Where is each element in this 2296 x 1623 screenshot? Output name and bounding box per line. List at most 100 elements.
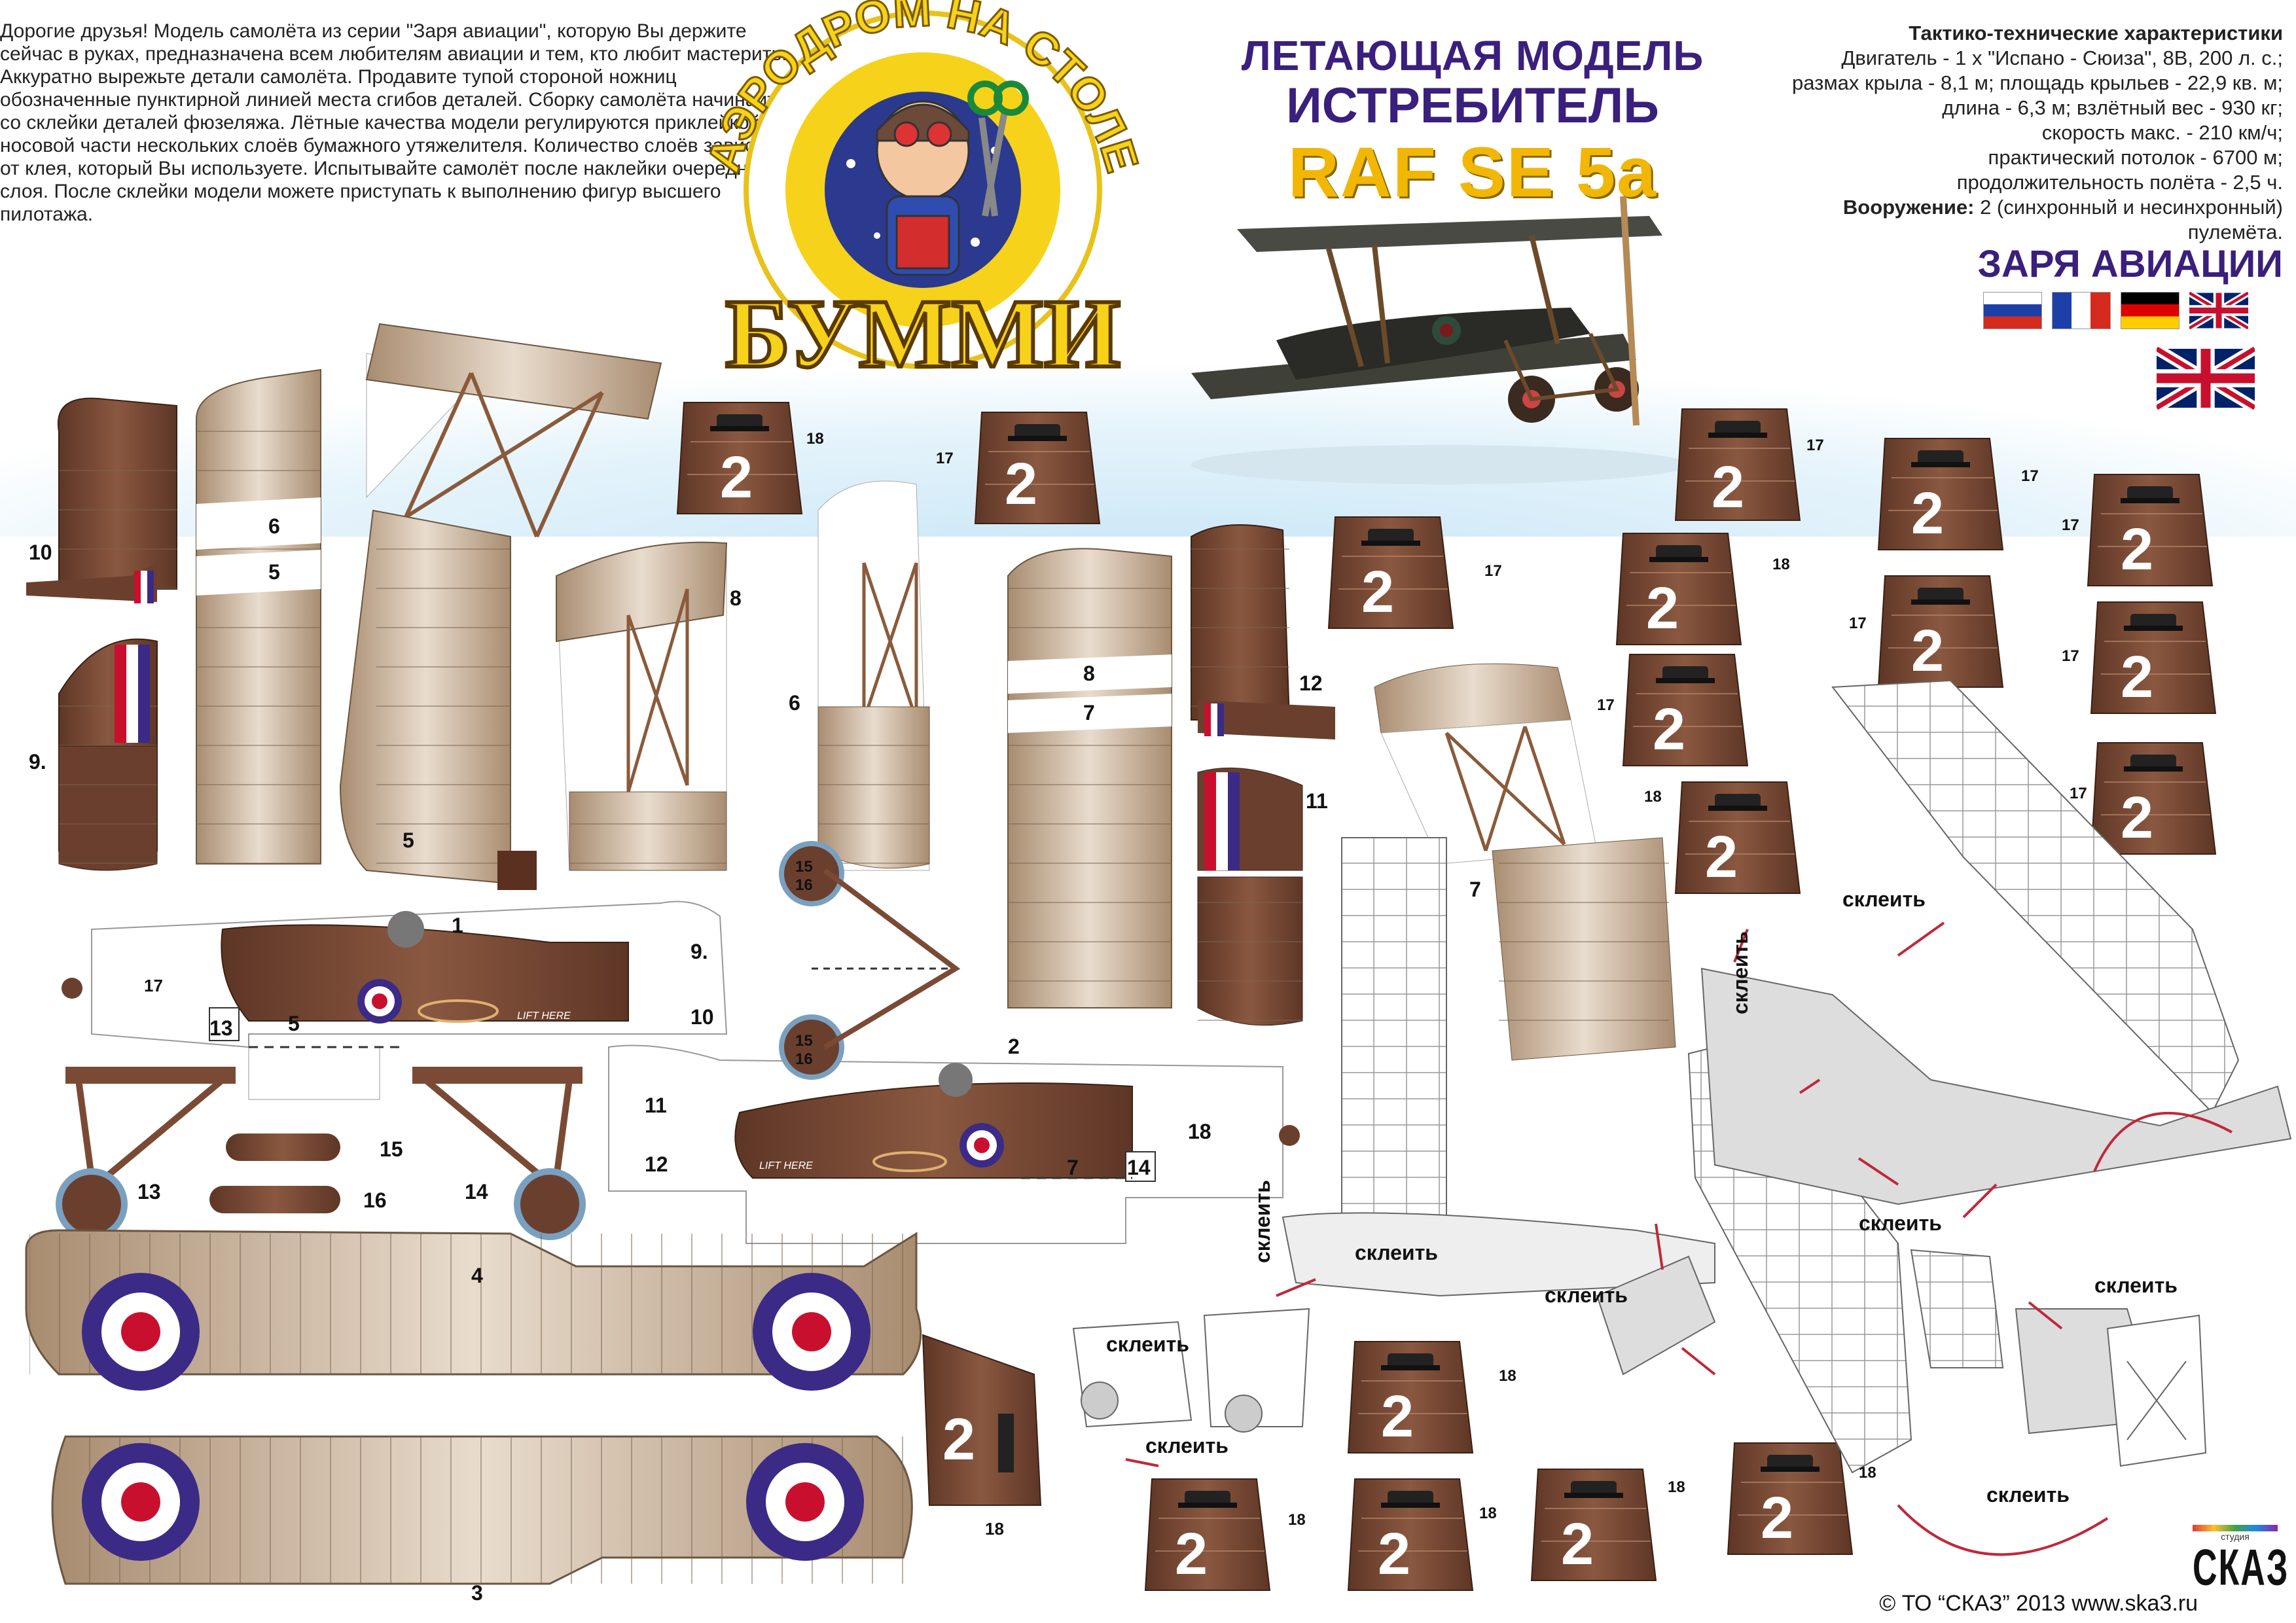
weight-label: 17: [1484, 562, 1502, 580]
weight-label: 18: [1859, 1464, 1876, 1482]
weight-label: 17: [1806, 437, 1824, 454]
weight-digit: 2: [1005, 452, 1037, 517]
part-15[interactable]: [226, 1133, 340, 1161]
part-label: 8: [1083, 662, 1095, 685]
weight-digit: 2: [1561, 1512, 1594, 1577]
part-fuselage-1[interactable]: [91, 901, 728, 1100]
weight-digit: 2: [1646, 576, 1679, 641]
weight-label: 18: [1644, 788, 1662, 806]
weight-digit: 2: [2121, 517, 2153, 582]
france-flag-icon[interactable]: [2052, 292, 2111, 329]
weight-digit: 2: [1712, 455, 1744, 520]
part-label: 1: [452, 914, 463, 937]
weight-label: 17: [2062, 516, 2079, 534]
weight-label: 17: [2062, 647, 2079, 665]
studio-logo: студия СКАЗ: [2193, 1525, 2287, 1616]
copyright-footer: © ТО “СКАЗ” 2013 www.ska3.ru: [1879, 1591, 2198, 1616]
part-label: 13: [137, 1180, 161, 1204]
part-wing-5-6[interactable]: [196, 368, 321, 865]
part-16[interactable]: [209, 1186, 340, 1213]
glue-label: склеить: [1251, 1180, 1274, 1263]
weight-digit: 2: [1361, 560, 1394, 625]
weight-label: 17: [2021, 467, 2039, 485]
part-wing-3[interactable]: [51, 1435, 913, 1585]
part-label: 17: [144, 976, 163, 995]
armament-text: 2 (синхронный и несинхронный): [1980, 196, 2283, 219]
part-strut-panel-7[interactable]: [1374, 663, 1676, 1061]
part-label: 14: [1127, 1156, 1151, 1179]
part-label: 7: [1083, 701, 1095, 724]
specs-block: Тактико-технические характеристики Двига…: [1676, 21, 2283, 245]
glue-label: склеить: [1145, 1434, 1229, 1457]
bummi-logo: АЭРОДРОМ НА СТОЛЕ БУММИ: [696, 0, 1149, 390]
pilot-character-icon: [876, 80, 1029, 276]
part-label: 5: [268, 560, 280, 584]
part-label: 11: [645, 1094, 667, 1117]
intro-text: Дорогие друзья! Модель самолёта из серии…: [0, 20, 787, 225]
glue-label: склеить: [1729, 931, 1752, 1014]
glue-label: склеить: [1355, 1241, 1438, 1264]
specs-heading: Тактико-технические характеристики: [1909, 22, 2283, 45]
wheel-label: 16: [795, 876, 813, 894]
part-label: 9.: [691, 940, 708, 963]
part-wing-7-8[interactable]: [1007, 548, 1172, 1008]
part-label: 15: [380, 1137, 403, 1161]
weight-label: 18: [1499, 1367, 1516, 1385]
weight-label: 18: [1288, 1511, 1306, 1529]
glue-label: склеить: [2094, 1274, 2178, 1297]
part-rudder-11[interactable]: [1197, 767, 1303, 1026]
spec-line: скорость макс. - 210 км/ч;: [2041, 121, 2283, 144]
part-label: 6: [268, 514, 280, 538]
part-rudder-9[interactable]: [58, 638, 158, 871]
part-rudder-10[interactable]: [26, 397, 177, 605]
title-line-2: ИСТРЕБИТЕЛЬ: [1286, 78, 1659, 134]
part-label: 13: [209, 1016, 233, 1040]
part-undercarriage-13[interactable]: [56, 1067, 236, 1240]
spec-line: размах крыла - 8,1 м; площадь крыльев - …: [1792, 71, 2283, 94]
part-weight-rotated[interactable]: [922, 1334, 1042, 1506]
part-wheels-left[interactable]: [779, 841, 961, 1080]
weight-digit: 2: [2121, 645, 2153, 710]
part-label: 14: [465, 1180, 488, 1204]
part-label: 2: [1008, 1035, 1020, 1058]
part-wing-4[interactable]: [25, 1229, 922, 1391]
spec-line: Двигатель - 1 х "Испано - Сюиза", 8В, 20…: [1841, 46, 2283, 69]
part-label: 5: [403, 829, 414, 852]
title-model: RAF SE 5a: [1287, 132, 1658, 211]
part-undercarriage-14[interactable]: [412, 1067, 586, 1240]
part-label: 4: [471, 1264, 483, 1287]
weight-label: 18: [1668, 1478, 1685, 1496]
russia-flag-icon[interactable]: [1983, 292, 2042, 329]
part-label: 5: [288, 1012, 300, 1035]
biplane-photo: [1191, 196, 1689, 484]
part-label: 7: [1067, 1156, 1079, 1179]
part-label: 10: [29, 541, 52, 564]
weight-label: 17: [2070, 785, 2087, 802]
part-strut-panel-8[interactable]: [556, 541, 728, 871]
weight-digit: 2: [720, 445, 753, 510]
uk-flag-icon[interactable]: [2189, 292, 2248, 329]
part-label: 10: [691, 1005, 714, 1029]
glue-label: склеить: [1859, 1211, 1942, 1235]
part-strut-panel-6[interactable]: [817, 480, 930, 871]
wheel-label: 15: [795, 858, 813, 876]
spec-line: практический потолок - 6700 м;: [1988, 146, 2283, 169]
lift-here-label: LIFT HERE: [517, 1010, 571, 1022]
part-label: 6: [789, 691, 800, 715]
germany-flag-icon[interactable]: [2121, 292, 2179, 329]
glue-label: склеить: [1545, 1283, 1628, 1307]
weight-digit: 2: [942, 1407, 975, 1472]
part-strut-panel-left[interactable]: [339, 323, 662, 890]
logo-name: БУММИ: [725, 279, 1121, 388]
title-line-1: ЛЕТАЮЩАЯ МОДЕЛЬ: [1241, 32, 1704, 79]
part-fuselage-2[interactable]: [62, 978, 1300, 1244]
weight-digit: 2: [1381, 1384, 1414, 1450]
part-rudder-12[interactable]: [1191, 524, 1335, 740]
weight-label: 17: [1849, 615, 1867, 632]
part-label: 8: [730, 586, 742, 610]
part-label: 12: [645, 1152, 668, 1176]
weight-digit: 2: [1911, 481, 1944, 546]
part-label: 18: [1188, 1120, 1211, 1143]
glue-label: склеить: [1986, 1483, 2070, 1507]
